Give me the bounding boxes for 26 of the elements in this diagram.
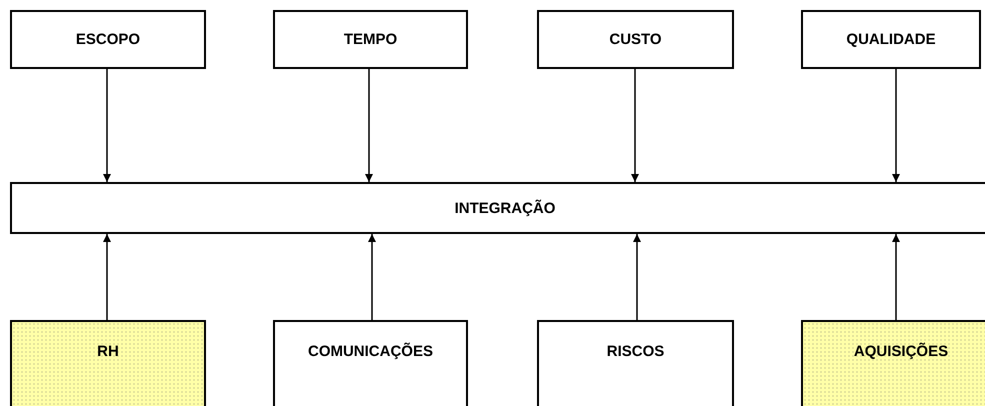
process-box [10, 320, 206, 406]
process-box [537, 320, 734, 406]
arrow [103, 69, 111, 182]
box-label: RISCOS [606, 343, 664, 360]
arrow [103, 234, 111, 320]
box-label: ESCOPO [76, 31, 140, 48]
process-box [801, 320, 985, 406]
arrow [368, 234, 376, 320]
box-label: INTEGRAÇÃO [454, 200, 556, 216]
process-box [273, 10, 468, 69]
box-label: RH [97, 343, 119, 360]
arrow [892, 234, 900, 320]
box-label: QUALIDADE [846, 31, 936, 48]
process-box [801, 10, 981, 69]
process-box [10, 10, 206, 69]
arrow [631, 69, 639, 182]
process-box [273, 320, 468, 406]
integration-bar [10, 182, 985, 234]
box-label: TEMPO [344, 31, 398, 48]
box-label: COMUNICAÇÕES [308, 343, 433, 360]
arrow [633, 234, 641, 320]
box-label: AQUISIÇÕES [854, 343, 948, 360]
arrow [365, 69, 373, 182]
box-label: CUSTO [609, 31, 662, 48]
arrow [892, 69, 900, 182]
process-box [537, 10, 734, 69]
